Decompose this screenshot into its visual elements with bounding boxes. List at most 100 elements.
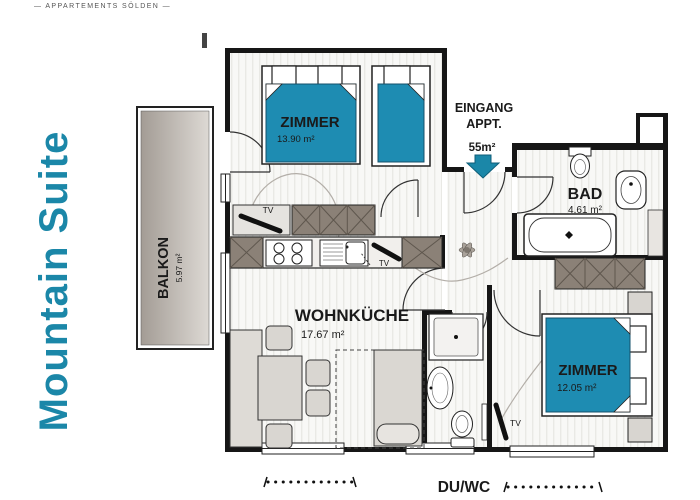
- wall: [202, 33, 207, 48]
- tv-label: TV: [510, 418, 521, 428]
- wall: [663, 113, 668, 452]
- balcony-area: 5.97 m²: [174, 253, 184, 282]
- tv-label: TV: [263, 205, 274, 215]
- dimension-tick: [263, 476, 268, 488]
- blanket-fold: [339, 83, 357, 101]
- pillow: [383, 65, 411, 87]
- bedroom2-label: ZIMMER: [558, 362, 617, 379]
- pillow: [317, 65, 343, 87]
- wall: [512, 213, 517, 260]
- wall: [505, 167, 517, 172]
- wall: [636, 113, 640, 147]
- wall: [225, 48, 230, 132]
- double-bed-mattress: [545, 317, 631, 413]
- bedroom1-door: [380, 179, 419, 218]
- entrance-door: [463, 171, 506, 214]
- bathroom-door: [516, 176, 554, 214]
- toilet: [568, 146, 592, 179]
- wall: [225, 48, 447, 53]
- wardrobe: [554, 257, 646, 290]
- chair: [265, 423, 293, 449]
- tv-pointer: [360, 252, 371, 266]
- bedroom2-area: 12.05 m²: [557, 383, 597, 394]
- wall: [225, 333, 230, 452]
- bedroom1: ZIMMER 13.90 m² TV: [232, 65, 431, 236]
- bathtub: [523, 213, 617, 257]
- radiator: [481, 403, 488, 441]
- plant-decor: [458, 242, 476, 258]
- bedroom2: ZIMMER 12.05 m² TV: [493, 257, 653, 443]
- balcony: BALKON 5.97 m²: [136, 106, 214, 350]
- bathroom-area: 4.61 m²: [568, 205, 603, 216]
- blanket-fold: [265, 83, 283, 101]
- tv-icon: [238, 213, 283, 234]
- balcony-door: [229, 131, 271, 173]
- dimension-lines: [263, 476, 603, 493]
- cabinet: [401, 236, 443, 269]
- living-door: [402, 267, 446, 311]
- chair: [265, 325, 293, 351]
- cabinet-x: [229, 236, 264, 269]
- bathroom-label: BAD: [568, 186, 603, 203]
- wall: [512, 150, 517, 177]
- wall: [422, 310, 452, 315]
- dimension-tick: [503, 481, 508, 493]
- tv-icon: [371, 242, 402, 262]
- bedroom1-area: 13.90 m²: [277, 134, 315, 145]
- blanket-fold: [613, 395, 631, 413]
- balcony-slab: [140, 110, 210, 346]
- chair: [305, 359, 331, 387]
- bench: [229, 329, 263, 448]
- shower: [428, 313, 484, 361]
- bedroom2-door: [493, 289, 541, 337]
- wall: [487, 285, 492, 452]
- shower-wc-label: DU/WC: [438, 479, 491, 496]
- entrance-line2: APPT.: [466, 117, 501, 131]
- tv-label: TV: [379, 259, 390, 268]
- wall: [636, 113, 668, 117]
- toilet: [450, 410, 475, 448]
- balcony-label: BALKON: [156, 237, 172, 299]
- wardrobe-x: [554, 257, 646, 290]
- bathroom: BAD 4.61 m²: [523, 146, 664, 257]
- wardrobe-x: [291, 204, 376, 236]
- bedroom1-label: ZIMMER: [280, 114, 339, 131]
- wall: [225, 202, 230, 253]
- living-area: 17.67 m²: [301, 329, 345, 341]
- total-area: 55m²: [469, 142, 496, 154]
- cabinet: [229, 236, 264, 269]
- living-label: WOHNKÜCHE: [295, 306, 409, 325]
- tv-icon: [493, 402, 509, 441]
- pillow: [271, 65, 297, 87]
- drain: [565, 231, 573, 239]
- window: [220, 252, 231, 334]
- sofa-blanket-roll: [376, 423, 420, 445]
- dimension-tick: [352, 476, 357, 488]
- entrance: EINGANG APPT. 55m²: [455, 101, 513, 258]
- entrance-line1: EINGANG: [455, 101, 513, 115]
- window: [509, 445, 595, 458]
- single-bed-mattress: [377, 83, 425, 163]
- nightstand: [627, 291, 653, 317]
- stove: [265, 239, 313, 267]
- chair: [305, 389, 331, 417]
- wall: [442, 48, 447, 172]
- double-bed-mattress: [265, 83, 357, 163]
- wall: [447, 167, 464, 172]
- nightstand: [627, 417, 653, 443]
- living-room: WOHNKÜCHE 17.67 m²: [229, 306, 425, 449]
- dining-table: [257, 355, 303, 421]
- entrance-arrow-icon: [465, 154, 501, 179]
- washbasin: [615, 170, 647, 210]
- vanity-panel: [647, 209, 664, 257]
- blanket-fold: [613, 317, 631, 335]
- dimension-tick: [598, 481, 603, 493]
- washbasin: [426, 366, 454, 410]
- kitchen: TV: [229, 236, 443, 269]
- sink: [319, 239, 369, 267]
- window: [220, 173, 231, 203]
- cabinet-x: [401, 236, 443, 269]
- brand-header: — APPARTEMENTS SÖLDEN —: [34, 3, 171, 10]
